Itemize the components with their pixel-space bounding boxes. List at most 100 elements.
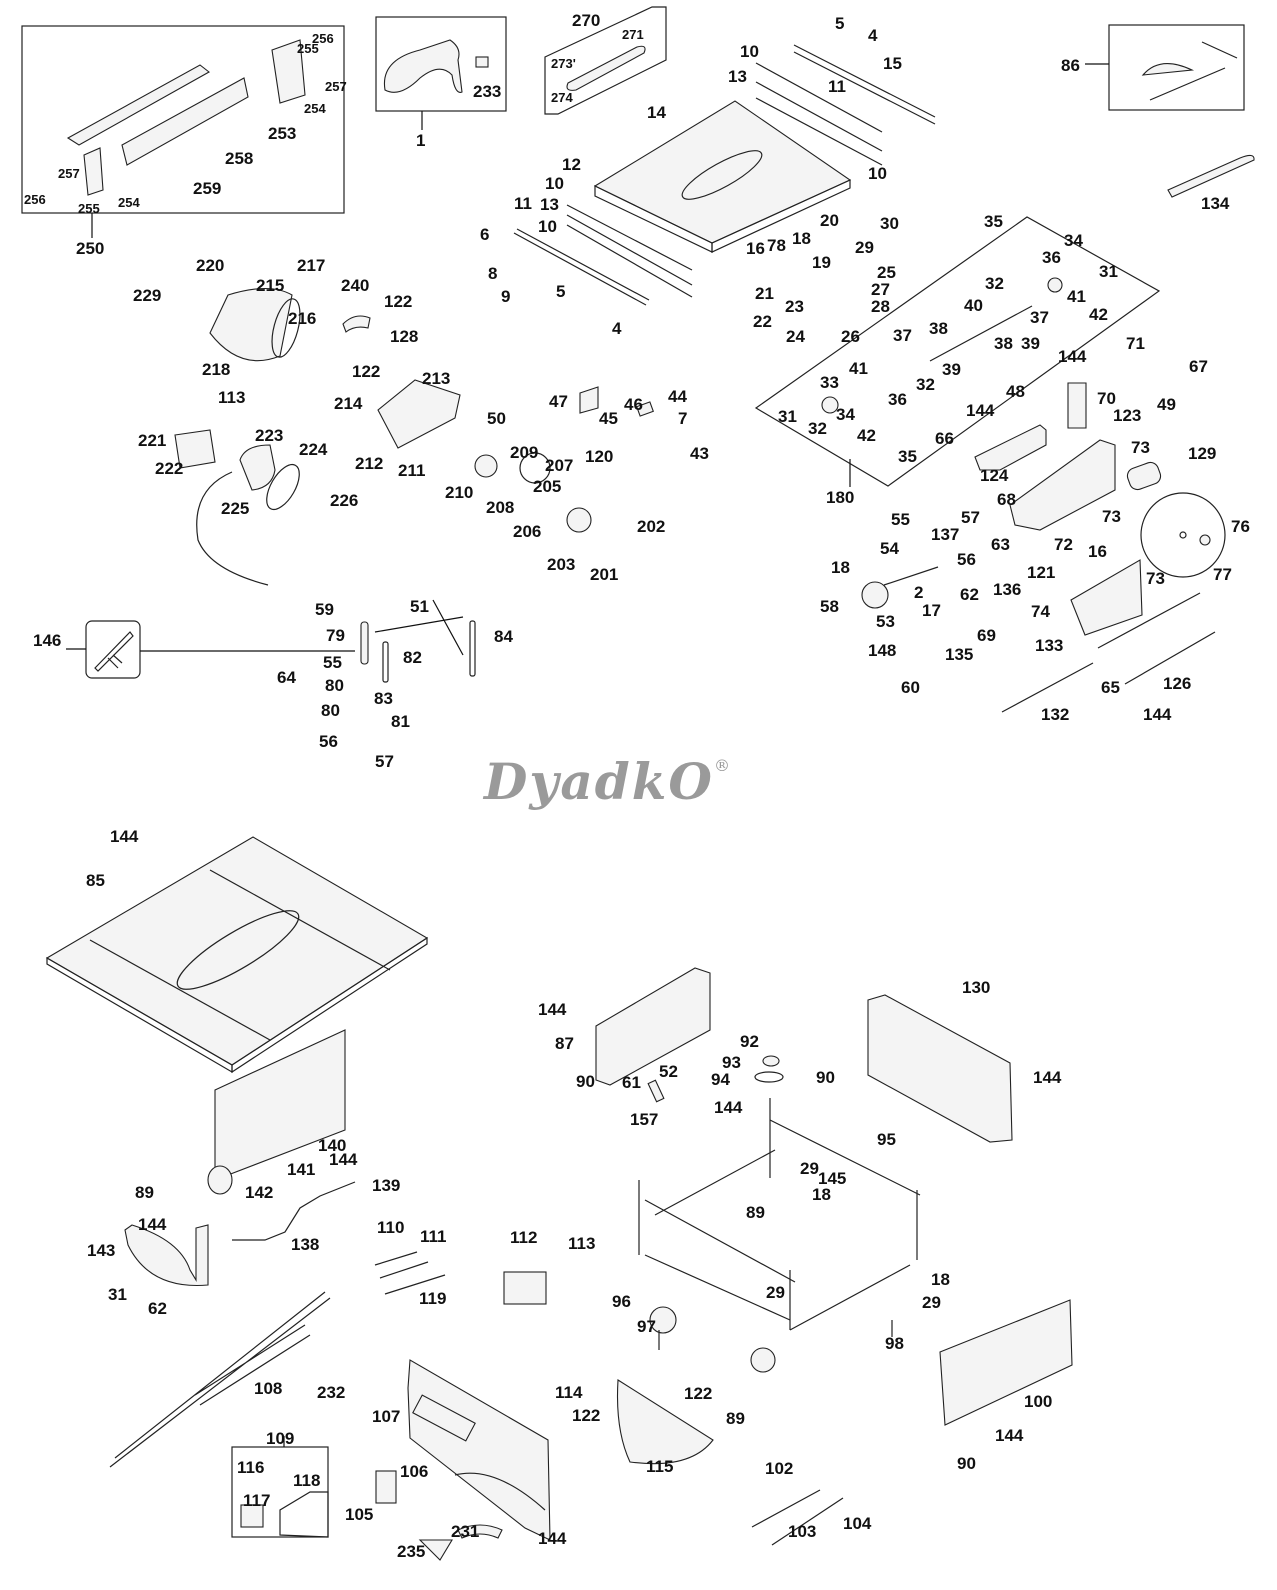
part-label-29[interactable]: 29 <box>855 238 874 257</box>
part-label-209[interactable]: 209 <box>510 443 539 462</box>
part-label-104[interactable]: 104 <box>843 1514 872 1533</box>
part-label-256[interactable]: 256 <box>312 31 334 46</box>
part-label-233[interactable]: 233 <box>473 82 502 101</box>
part-label-41[interactable]: 41 <box>849 359 868 378</box>
part-label-141[interactable]: 141 <box>287 1160 316 1179</box>
part-label-18[interactable]: 18 <box>792 229 811 248</box>
part-label-18[interactable]: 18 <box>931 1270 950 1289</box>
part-label-86[interactable]: 86 <box>1061 56 1080 75</box>
part-label-220[interactable]: 220 <box>196 256 225 275</box>
part-label-89[interactable]: 89 <box>135 1183 154 1202</box>
part-label-226[interactable]: 226 <box>330 491 359 510</box>
part-label-58[interactable]: 58 <box>820 597 839 616</box>
part-label-214[interactable]: 214 <box>334 394 363 413</box>
part-label-122[interactable]: 122 <box>684 1384 713 1403</box>
part-label-52[interactable]: 52 <box>659 1062 678 1081</box>
part-label-18[interactable]: 18 <box>831 558 850 577</box>
part-label-143[interactable]: 143 <box>87 1241 116 1260</box>
part-label-55[interactable]: 55 <box>891 510 910 529</box>
part-label-123[interactable]: 123 <box>1113 406 1142 425</box>
part-label-109[interactable]: 109 <box>266 1429 295 1448</box>
part-label-112[interactable]: 112 <box>510 1228 538 1247</box>
part-label-130[interactable]: 130 <box>962 978 991 997</box>
part-label-274[interactable]: 274 <box>551 90 573 105</box>
part-label-117[interactable]: 117 <box>243 1491 271 1510</box>
part-label-255[interactable]: 255 <box>78 201 100 216</box>
part-label-70[interactable]: 70 <box>1097 389 1116 408</box>
part-label-257[interactable]: 257 <box>58 166 80 181</box>
part-label-48[interactable]: 48 <box>1006 382 1025 401</box>
part-label-208[interactable]: 208 <box>486 498 515 517</box>
part-label-77[interactable]: 77 <box>1213 565 1232 584</box>
part-label-13[interactable]: 13 <box>540 195 559 214</box>
part-label-139[interactable]: 139 <box>372 1176 401 1195</box>
part-label-213[interactable]: 213 <box>422 369 451 388</box>
part-label-59[interactable]: 59 <box>315 600 334 619</box>
part-label-98[interactable]: 98 <box>885 1334 904 1353</box>
part-label-253[interactable]: 253 <box>268 124 297 143</box>
part-label-42[interactable]: 42 <box>857 426 876 445</box>
part-label-79[interactable]: 79 <box>326 626 345 645</box>
part-label-96[interactable]: 96 <box>612 1292 631 1311</box>
part-label-133[interactable]: 133 <box>1035 636 1064 655</box>
part-label-63[interactable]: 63 <box>991 535 1010 554</box>
part-label-94[interactable]: 94 <box>711 1070 730 1089</box>
part-label-83[interactable]: 83 <box>374 689 393 708</box>
part-label-73[interactable]: 73 <box>1131 438 1150 457</box>
part-label-4[interactable]: 4 <box>612 319 622 338</box>
part-label-39[interactable]: 39 <box>942 360 961 379</box>
part-label-144[interactable]: 144 <box>329 1150 358 1169</box>
part-label-49[interactable]: 49 <box>1157 395 1176 414</box>
part-label-31[interactable]: 31 <box>1099 262 1118 281</box>
part-label-144[interactable]: 144 <box>1143 705 1172 724</box>
part-label-84[interactable]: 84 <box>494 627 513 646</box>
part-label-144[interactable]: 144 <box>1033 1068 1062 1087</box>
part-label-205[interactable]: 205 <box>533 477 562 496</box>
part-label-23[interactable]: 23 <box>785 297 804 316</box>
part-label-31[interactable]: 31 <box>778 407 797 426</box>
part-label-29[interactable]: 29 <box>800 1159 819 1178</box>
part-label-110[interactable]: 110 <box>377 1218 405 1237</box>
part-label-10[interactable]: 10 <box>538 217 557 236</box>
part-label-224[interactable]: 224 <box>299 440 328 459</box>
part-label-55[interactable]: 55 <box>323 653 342 672</box>
part-label-80[interactable]: 80 <box>325 676 344 695</box>
part-label-271[interactable]: 271 <box>622 27 644 42</box>
part-label-259[interactable]: 259 <box>193 179 222 198</box>
part-label-56[interactable]: 56 <box>957 550 976 569</box>
part-label-68[interactable]: 68 <box>997 490 1016 509</box>
part-label-38[interactable]: 38 <box>929 319 948 338</box>
part-label-144[interactable]: 144 <box>1058 347 1087 366</box>
part-label-32[interactable]: 32 <box>985 274 1004 293</box>
part-label-78[interactable]: 78 <box>767 236 786 255</box>
part-label-121[interactable]: 121 <box>1027 563 1056 582</box>
part-label-93[interactable]: 93 <box>722 1053 741 1072</box>
part-label-85[interactable]: 85 <box>86 871 105 890</box>
part-label-37[interactable]: 37 <box>1030 308 1049 327</box>
part-label-89[interactable]: 89 <box>746 1203 765 1222</box>
part-label-144[interactable]: 144 <box>714 1098 743 1117</box>
part-label-47[interactable]: 47 <box>549 392 568 411</box>
part-label-15[interactable]: 15 <box>883 54 902 73</box>
part-label-69[interactable]: 69 <box>977 626 996 645</box>
part-label-27[interactable]: 27 <box>871 280 890 299</box>
part-label-9[interactable]: 9 <box>501 287 511 306</box>
part-label-217[interactable]: 217 <box>297 256 326 275</box>
part-label-144[interactable]: 144 <box>138 1215 167 1234</box>
part-label-61[interactable]: 61 <box>622 1073 641 1092</box>
part-label-203[interactable]: 203 <box>547 555 576 574</box>
part-label-231[interactable]: 231 <box>451 1522 480 1541</box>
part-label-36[interactable]: 36 <box>1042 248 1061 267</box>
part-label-21[interactable]: 21 <box>755 284 774 303</box>
part-label-37[interactable]: 37 <box>893 326 912 345</box>
part-label-105[interactable]: 105 <box>345 1505 374 1524</box>
part-label-144[interactable]: 144 <box>995 1426 1024 1445</box>
part-label-12[interactable]: 12 <box>562 155 581 174</box>
part-label-258[interactable]: 258 <box>225 149 254 168</box>
part-label-250[interactable]: 250 <box>76 239 105 258</box>
part-label-53[interactable]: 53 <box>876 612 895 631</box>
part-label-54[interactable]: 54 <box>880 539 899 558</box>
part-label-39[interactable]: 39 <box>1021 334 1040 353</box>
part-label-215[interactable]: 215 <box>256 276 285 295</box>
part-label-20[interactable]: 20 <box>820 211 839 230</box>
